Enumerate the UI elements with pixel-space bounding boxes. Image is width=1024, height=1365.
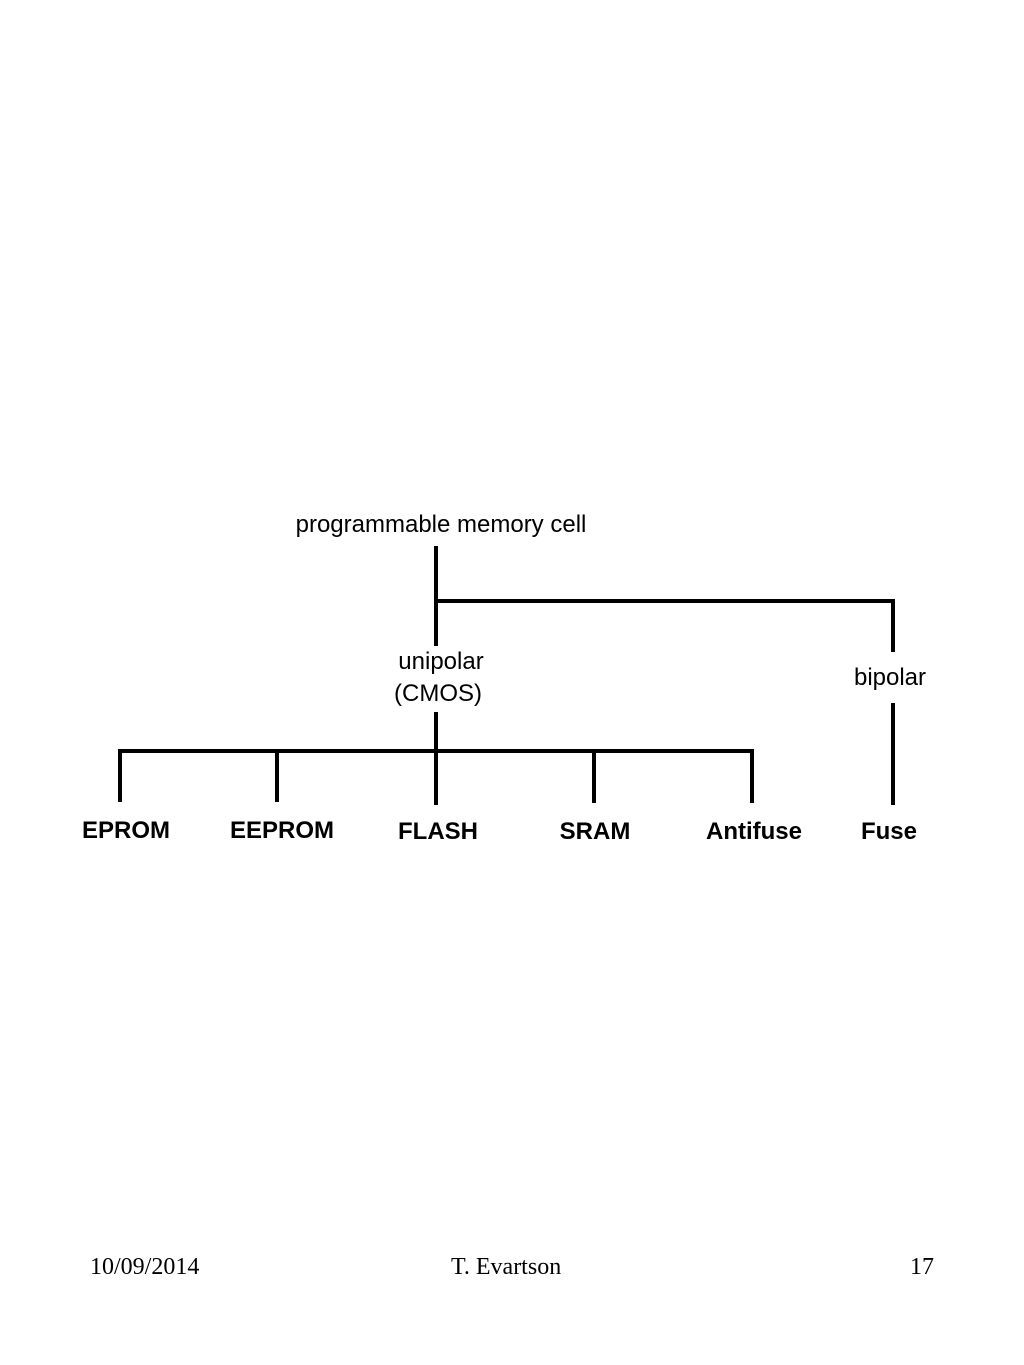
- footer-date: 10/09/2014: [90, 1254, 200, 1280]
- node-flash: FLASH: [398, 818, 478, 845]
- node-fuse: Fuse: [861, 818, 917, 845]
- node-antifuse: Antifuse: [706, 818, 802, 845]
- footer-page-number: 17: [910, 1254, 934, 1280]
- footer-author: T. Evartson: [451, 1254, 562, 1280]
- node-unipolar: unipolar: [398, 648, 483, 675]
- node-eprom: EPROM: [82, 817, 170, 844]
- node-eeprom: EEPROM: [230, 817, 334, 844]
- node-bipolar: bipolar: [854, 664, 926, 691]
- node-unipolar-cmos: (CMOS): [394, 680, 482, 707]
- node-sram: SRAM: [560, 818, 631, 845]
- node-programmable-memory-cell: programmable memory cell: [296, 511, 587, 538]
